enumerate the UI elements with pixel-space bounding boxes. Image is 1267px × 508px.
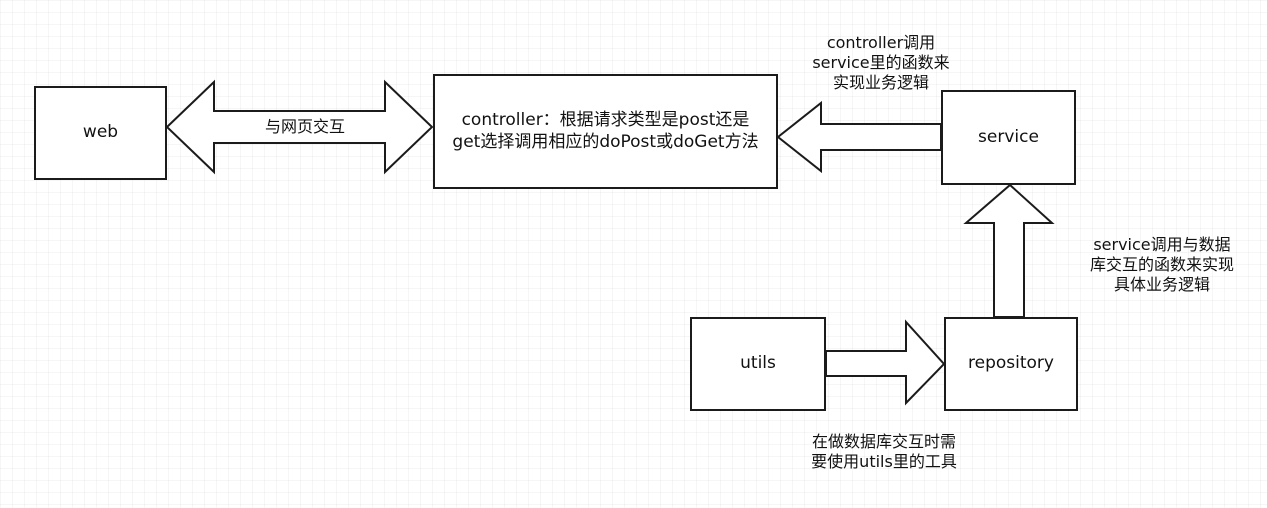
controller-node-text: controller：根据请求类型是post还是 get选择调用相应的doPos… [452, 110, 758, 153]
utils-node: utils [690, 317, 826, 411]
web-controller-edge-text: 与网页交互 [264, 117, 345, 136]
web-node: web [34, 86, 167, 180]
web-controller-edge-label: 与网页交互 [245, 117, 365, 137]
repository-node-label: repository [968, 353, 1054, 374]
utils-node-label: utils [740, 353, 776, 374]
controller-node: controller：根据请求类型是post还是 get选择调用相应的doPos… [433, 74, 778, 189]
controller-service-edge-line-3: 实现业务逻辑 [832, 73, 929, 92]
service-node: service [941, 90, 1076, 185]
controller-node-line-2: get选择调用相应的doPost或doGet方法 [452, 131, 759, 152]
service-repository-edge-line-3: 具体业务逻辑 [1113, 275, 1210, 294]
utils-repository-edge-line-2: 要使用utils里的工具 [811, 452, 957, 471]
repository-to-service-arrow [963, 183, 1055, 318]
service-repository-edge-label: service调用与数据 库交互的函数来实现 具体业务逻辑 [1077, 235, 1247, 295]
service-node-label: service [978, 126, 1039, 147]
service-to-controller-arrow [776, 100, 942, 174]
web-controller-bidirectional-arrow [165, 79, 434, 175]
utils-repository-edge-label: 在做数据库交互时需 要使用utils里的工具 [794, 432, 974, 472]
utils-repository-edge-line-1: 在做数据库交互时需 [811, 432, 956, 451]
controller-service-edge-line-1: controller调用 [826, 33, 936, 52]
service-repository-edge-line-2: 库交互的函数来实现 [1089, 255, 1234, 274]
controller-node-line-1: controller：根据请求类型是post还是 [461, 110, 750, 131]
web-node-label: web [82, 122, 119, 143]
controller-service-edge-line-2: service里的函数来 [812, 53, 950, 72]
controller-service-edge-label: controller调用 service里的函数来 实现业务逻辑 [796, 33, 966, 93]
utils-to-repository-arrow [825, 319, 946, 406]
repository-node: repository [944, 317, 1078, 411]
service-repository-edge-line-1: service调用与数据 [1093, 235, 1231, 254]
